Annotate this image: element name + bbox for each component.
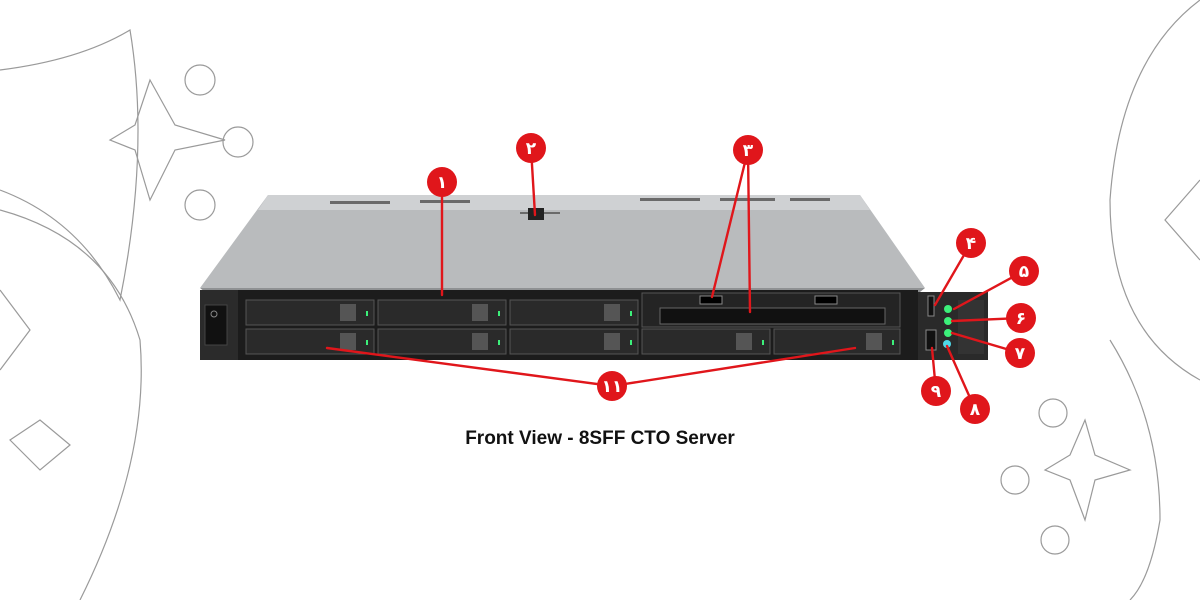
svg-text:۴: ۴ bbox=[966, 234, 976, 254]
svg-text:۹: ۹ bbox=[931, 382, 942, 402]
svg-text:۵: ۵ bbox=[1019, 262, 1029, 282]
callout-2: ۲ bbox=[516, 133, 546, 163]
callout-11: ۱۱ bbox=[597, 371, 627, 401]
callout-1: ۱ bbox=[427, 167, 457, 197]
svg-text:۱۱: ۱۱ bbox=[602, 377, 623, 397]
diagram-caption: Front View - 8SFF CTO Server bbox=[465, 428, 735, 449]
callout-6: ۶ bbox=[1006, 303, 1036, 333]
svg-text:۸: ۸ bbox=[970, 400, 981, 420]
optical-drive bbox=[659, 307, 886, 325]
leader-lines bbox=[325, 146, 1026, 411]
display-port bbox=[699, 295, 723, 305]
callout-5: ۵ bbox=[1009, 256, 1039, 286]
svg-text:۳: ۳ bbox=[743, 141, 754, 161]
callout-4: ۴ bbox=[956, 228, 986, 258]
svg-text:۱: ۱ bbox=[437, 173, 447, 193]
svg-text:۲: ۲ bbox=[526, 139, 537, 159]
callout-9: ۹ bbox=[921, 376, 951, 406]
usb-port bbox=[814, 295, 838, 305]
svg-text:۷: ۷ bbox=[1015, 344, 1026, 364]
callout-3: ۳ bbox=[733, 135, 763, 165]
status-leds bbox=[943, 305, 952, 348]
callout-8: ۸ bbox=[960, 394, 990, 424]
callout-7: ۷ bbox=[1005, 338, 1035, 368]
server-chassis bbox=[200, 195, 988, 360]
svg-text:۶: ۶ bbox=[1016, 309, 1026, 329]
